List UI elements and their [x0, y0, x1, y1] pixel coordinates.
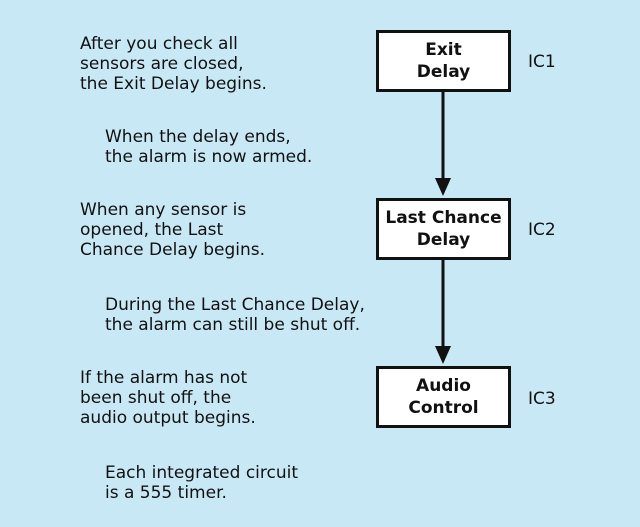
note-line: the alarm can still be shut off.	[105, 315, 361, 335]
note-line: During the Last Chance Delay,	[105, 295, 365, 315]
box-line: Exit	[425, 40, 462, 60]
note-armed: When the delay ends, the alarm is now ar…	[105, 127, 312, 167]
box-line: Delay	[416, 230, 471, 250]
note-line: opened, the Last	[80, 220, 224, 240]
note-line: When the delay ends,	[105, 127, 291, 147]
box-line: Audio	[416, 376, 471, 396]
note-sensor-opened: When any sensor is opened, the Last Chan…	[80, 200, 265, 260]
ic2-label: IC2	[528, 220, 556, 240]
note-line: the Exit Delay begins.	[80, 74, 267, 94]
note-555-timer: Each integrated circuit is a 555 timer.	[105, 463, 298, 503]
arrow-ic1-to-ic2	[435, 92, 451, 196]
note-line: If the alarm has not	[80, 368, 248, 388]
note-exit-delay: After you check all sensors are closed, …	[80, 34, 267, 94]
note-line: audio output begins.	[80, 408, 256, 428]
note-line: When any sensor is	[80, 200, 247, 220]
note-audio-output: If the alarm has not been shut off, the …	[80, 368, 256, 428]
ic3-label: IC3	[528, 389, 556, 409]
exit-delay-box: Exit Delay	[376, 30, 511, 92]
note-line: been shut off, the	[80, 388, 232, 408]
note-shut-off: During the Last Chance Delay, the alarm …	[105, 295, 365, 335]
last-chance-delay-box: Last Chance Delay	[376, 198, 511, 260]
note-line: the alarm is now armed.	[105, 147, 313, 167]
audio-control-box: Audio Control	[376, 366, 511, 428]
arrow-ic2-to-ic3	[435, 260, 451, 364]
note-line: Each integrated circuit	[105, 463, 299, 483]
box-line: Delay	[416, 62, 471, 82]
box-line: Last Chance	[385, 208, 502, 228]
note-line: Chance Delay begins.	[80, 240, 265, 260]
note-line: sensors are closed,	[80, 54, 244, 74]
box-line: Control	[408, 398, 479, 418]
ic1-label: IC1	[528, 52, 556, 72]
note-line: is a 555 timer.	[105, 483, 227, 503]
note-line: After you check all	[80, 34, 238, 54]
